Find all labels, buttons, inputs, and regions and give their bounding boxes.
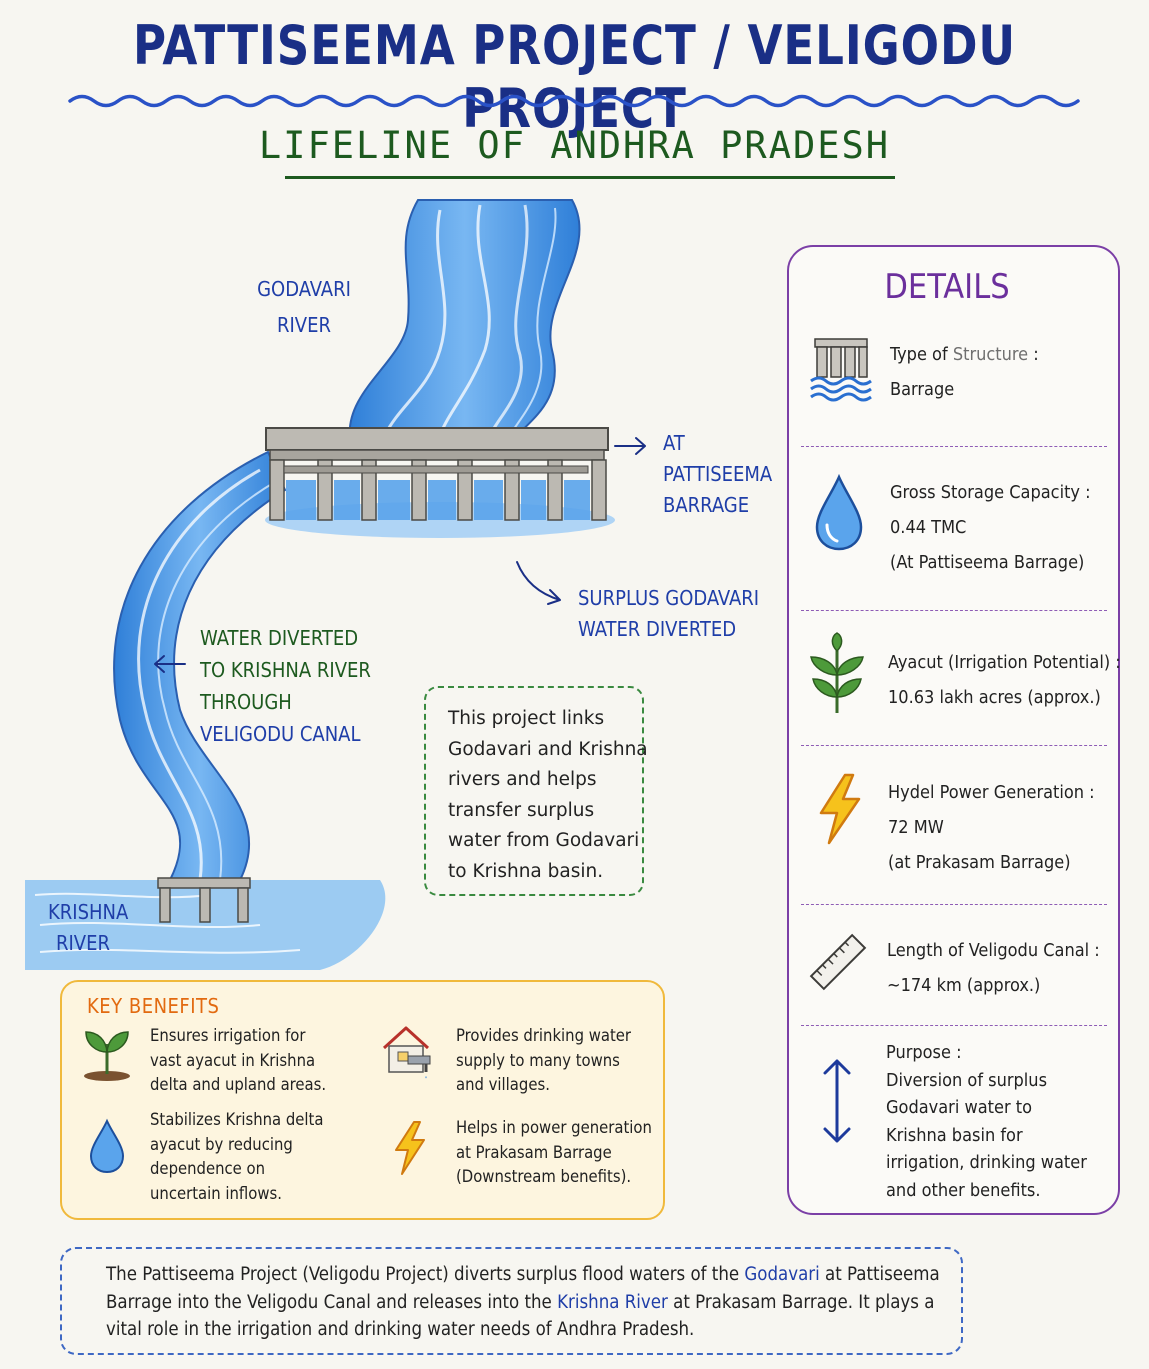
water-drop-icon	[89, 1118, 125, 1174]
ruler-icon	[809, 933, 867, 991]
krishna-river-illustration	[25, 880, 386, 970]
key-benefits-title: KEY BENEFITS	[87, 994, 220, 1018]
house-tap-icon	[382, 1026, 431, 1079]
krishna-river-label: KRISHNA RIVER	[48, 900, 129, 955]
info-line: to Krishna basin.	[448, 860, 604, 882]
plant-icon	[810, 632, 864, 713]
info-line: water from Godavari	[448, 830, 640, 851]
summary-text: The Pattiseema Project (Veligodu Project…	[106, 1264, 745, 1285]
page-subtitle: LIFELINE OF ANDHRA PRADESH	[258, 124, 891, 167]
details-divider	[801, 904, 1107, 905]
barrage-arrow-icon	[614, 437, 646, 455]
summary-box: The Pattiseema Project (Veligodu Project…	[60, 1247, 963, 1355]
detail-structure-text: Type of Structure : Barrage	[890, 344, 1039, 400]
info-line: transfer surplus	[448, 799, 595, 821]
info-line: rivers and helps	[448, 769, 597, 790]
summary-highlight-krishna: Krishna River	[557, 1291, 668, 1313]
barrage-icon	[810, 338, 872, 402]
project-info-box: This project links Godavari and Krishna …	[424, 686, 648, 896]
details-divider	[801, 446, 1107, 447]
pattiseema-barrage-label: AT PATTISEEMA BARRAGE	[663, 431, 773, 517]
benefit-drinking-water-text: Provides drinking water supply to many t…	[456, 1026, 632, 1094]
subtitle-underline	[285, 176, 895, 179]
details-panel: DETAILS Type of Structure : Barrage Gros…	[787, 245, 1121, 1215]
canal-diversion-label: WATER DIVERTED TO KRISHNA RIVER THROUGH …	[200, 626, 371, 746]
benefit-stabilize-text: Stabilizes Krishna delta ayacut by reduc…	[150, 1110, 324, 1203]
lightning-icon	[395, 1121, 425, 1175]
details-title: DETAILS	[884, 267, 1010, 307]
surplus-arrow-icon	[516, 561, 561, 605]
page-title: PATTISEEMA PROJECT / VELIGODU PROJECT	[132, 14, 1017, 140]
details-divider	[801, 745, 1107, 746]
detail-ayacut-text: Ayacut (Irrigation Potential) : 10.63 la…	[888, 652, 1121, 708]
info-line: Godavari and Krishna	[448, 738, 648, 760]
double-arrow-icon	[823, 1059, 851, 1143]
details-divider	[801, 1025, 1107, 1026]
title-wave-underline	[68, 94, 1080, 108]
summary-text: at Pattiseema Barrage into the Veligodu …	[106, 1264, 940, 1313]
lightning-icon	[819, 773, 861, 845]
surplus-water-label: SURPLUS GODAVARI WATER DIVERTED	[578, 586, 760, 641]
details-divider	[801, 610, 1107, 611]
pattiseema-barrage-illustration	[265, 427, 609, 521]
river-diagram	[25, 199, 646, 970]
godavari-river-label: GODAVARI RIVER	[257, 277, 351, 337]
summary-highlight-godavari: Godavari	[744, 1264, 820, 1285]
canal-arrow-icon	[154, 655, 186, 673]
krishna-barrage-illustration	[157, 877, 251, 923]
sprout-icon	[84, 1031, 130, 1081]
detail-storage-text: Gross Storage Capacity : 0.44 TMC (At Pa…	[890, 482, 1091, 573]
godavari-river-illustration	[348, 199, 581, 439]
detail-purpose-text: Purpose : Diversion of surplus Godavari …	[886, 1042, 1087, 1201]
key-benefits-box: KEY BENEFITS Ensures irrigation for vast…	[60, 980, 665, 1220]
detail-length-text: Length of Veligodu Canal : ~174 km (appr…	[887, 940, 1100, 996]
water-drop-icon	[815, 473, 863, 551]
info-line: This project links	[448, 708, 605, 729]
benefit-power-text: Helps in power generation at Prakasam Ba…	[456, 1118, 652, 1186]
benefit-irrigation-text: Ensures irrigation for vast ayacut in Kr…	[150, 1026, 327, 1094]
summary-text: at Prakasam Barrage. It plays a vital ro…	[106, 1291, 935, 1341]
detail-power-text: Hydel Power Generation : 72 MW (at Praka…	[888, 782, 1095, 873]
